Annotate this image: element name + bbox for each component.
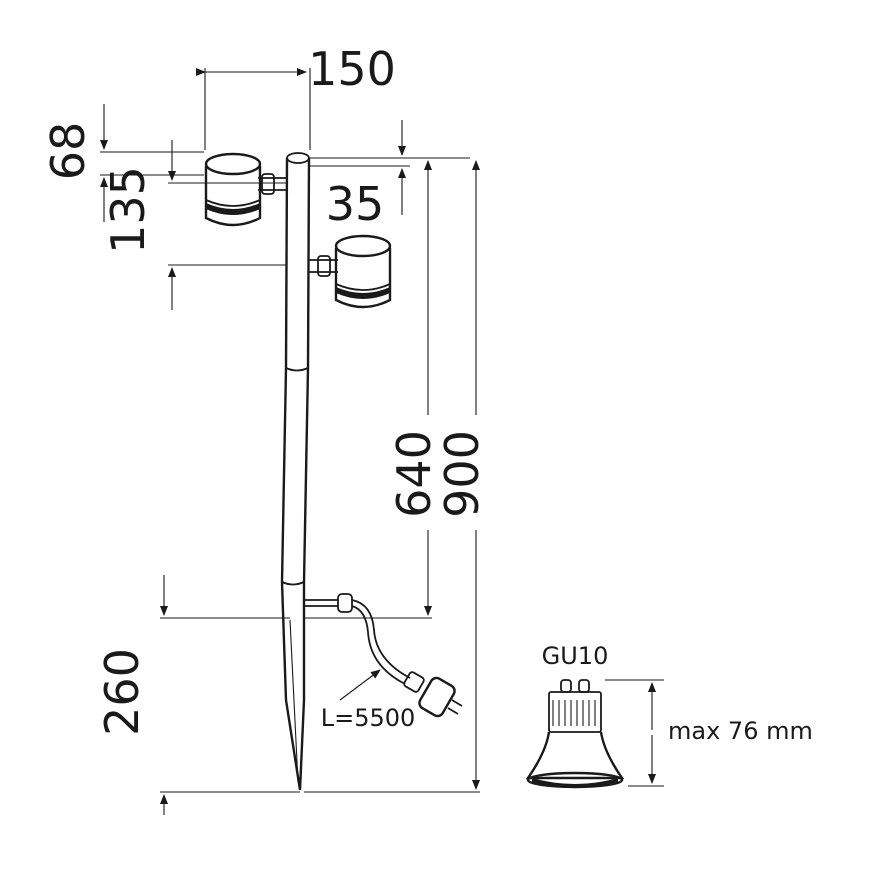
dim-135-label: 135	[101, 166, 155, 254]
dimension-lower-head-offset: 135	[101, 140, 286, 310]
dim-900-label: 900	[435, 430, 489, 518]
bulb-max-length-label: max 76 mm	[668, 717, 813, 745]
schuko-plug	[403, 671, 463, 718]
dim-260-label: 260	[95, 648, 149, 736]
cable-length-callout: L=5500	[321, 669, 416, 732]
dim-68-label: 68	[41, 122, 95, 181]
cable-length-label: L=5500	[321, 704, 416, 732]
spotlight-head-upper	[204, 152, 287, 227]
gu10-bulb: GU10	[525, 642, 625, 789]
dimension-cable-exit-height: 640	[304, 160, 441, 619]
dimension-spike-length: 260	[95, 575, 300, 815]
pole	[280, 152, 311, 586]
dimension-head-to-pole-top: 35	[309, 120, 470, 231]
power-cable	[304, 593, 411, 685]
dimension-arm-spread: 150	[196, 42, 396, 150]
dim-150-label: 150	[308, 42, 396, 96]
dimension-total-height: 900	[304, 160, 489, 793]
spotlight-head-lower	[308, 234, 392, 309]
dimension-head-height: 68	[41, 104, 204, 222]
dimension-bulb-max-length: max 76 mm	[605, 679, 813, 787]
bulb-type-label: GU10	[542, 642, 609, 670]
dim-640-label: 640	[387, 430, 441, 518]
dim-35-label: 35	[326, 177, 385, 231]
ground-spike	[280, 581, 306, 791]
